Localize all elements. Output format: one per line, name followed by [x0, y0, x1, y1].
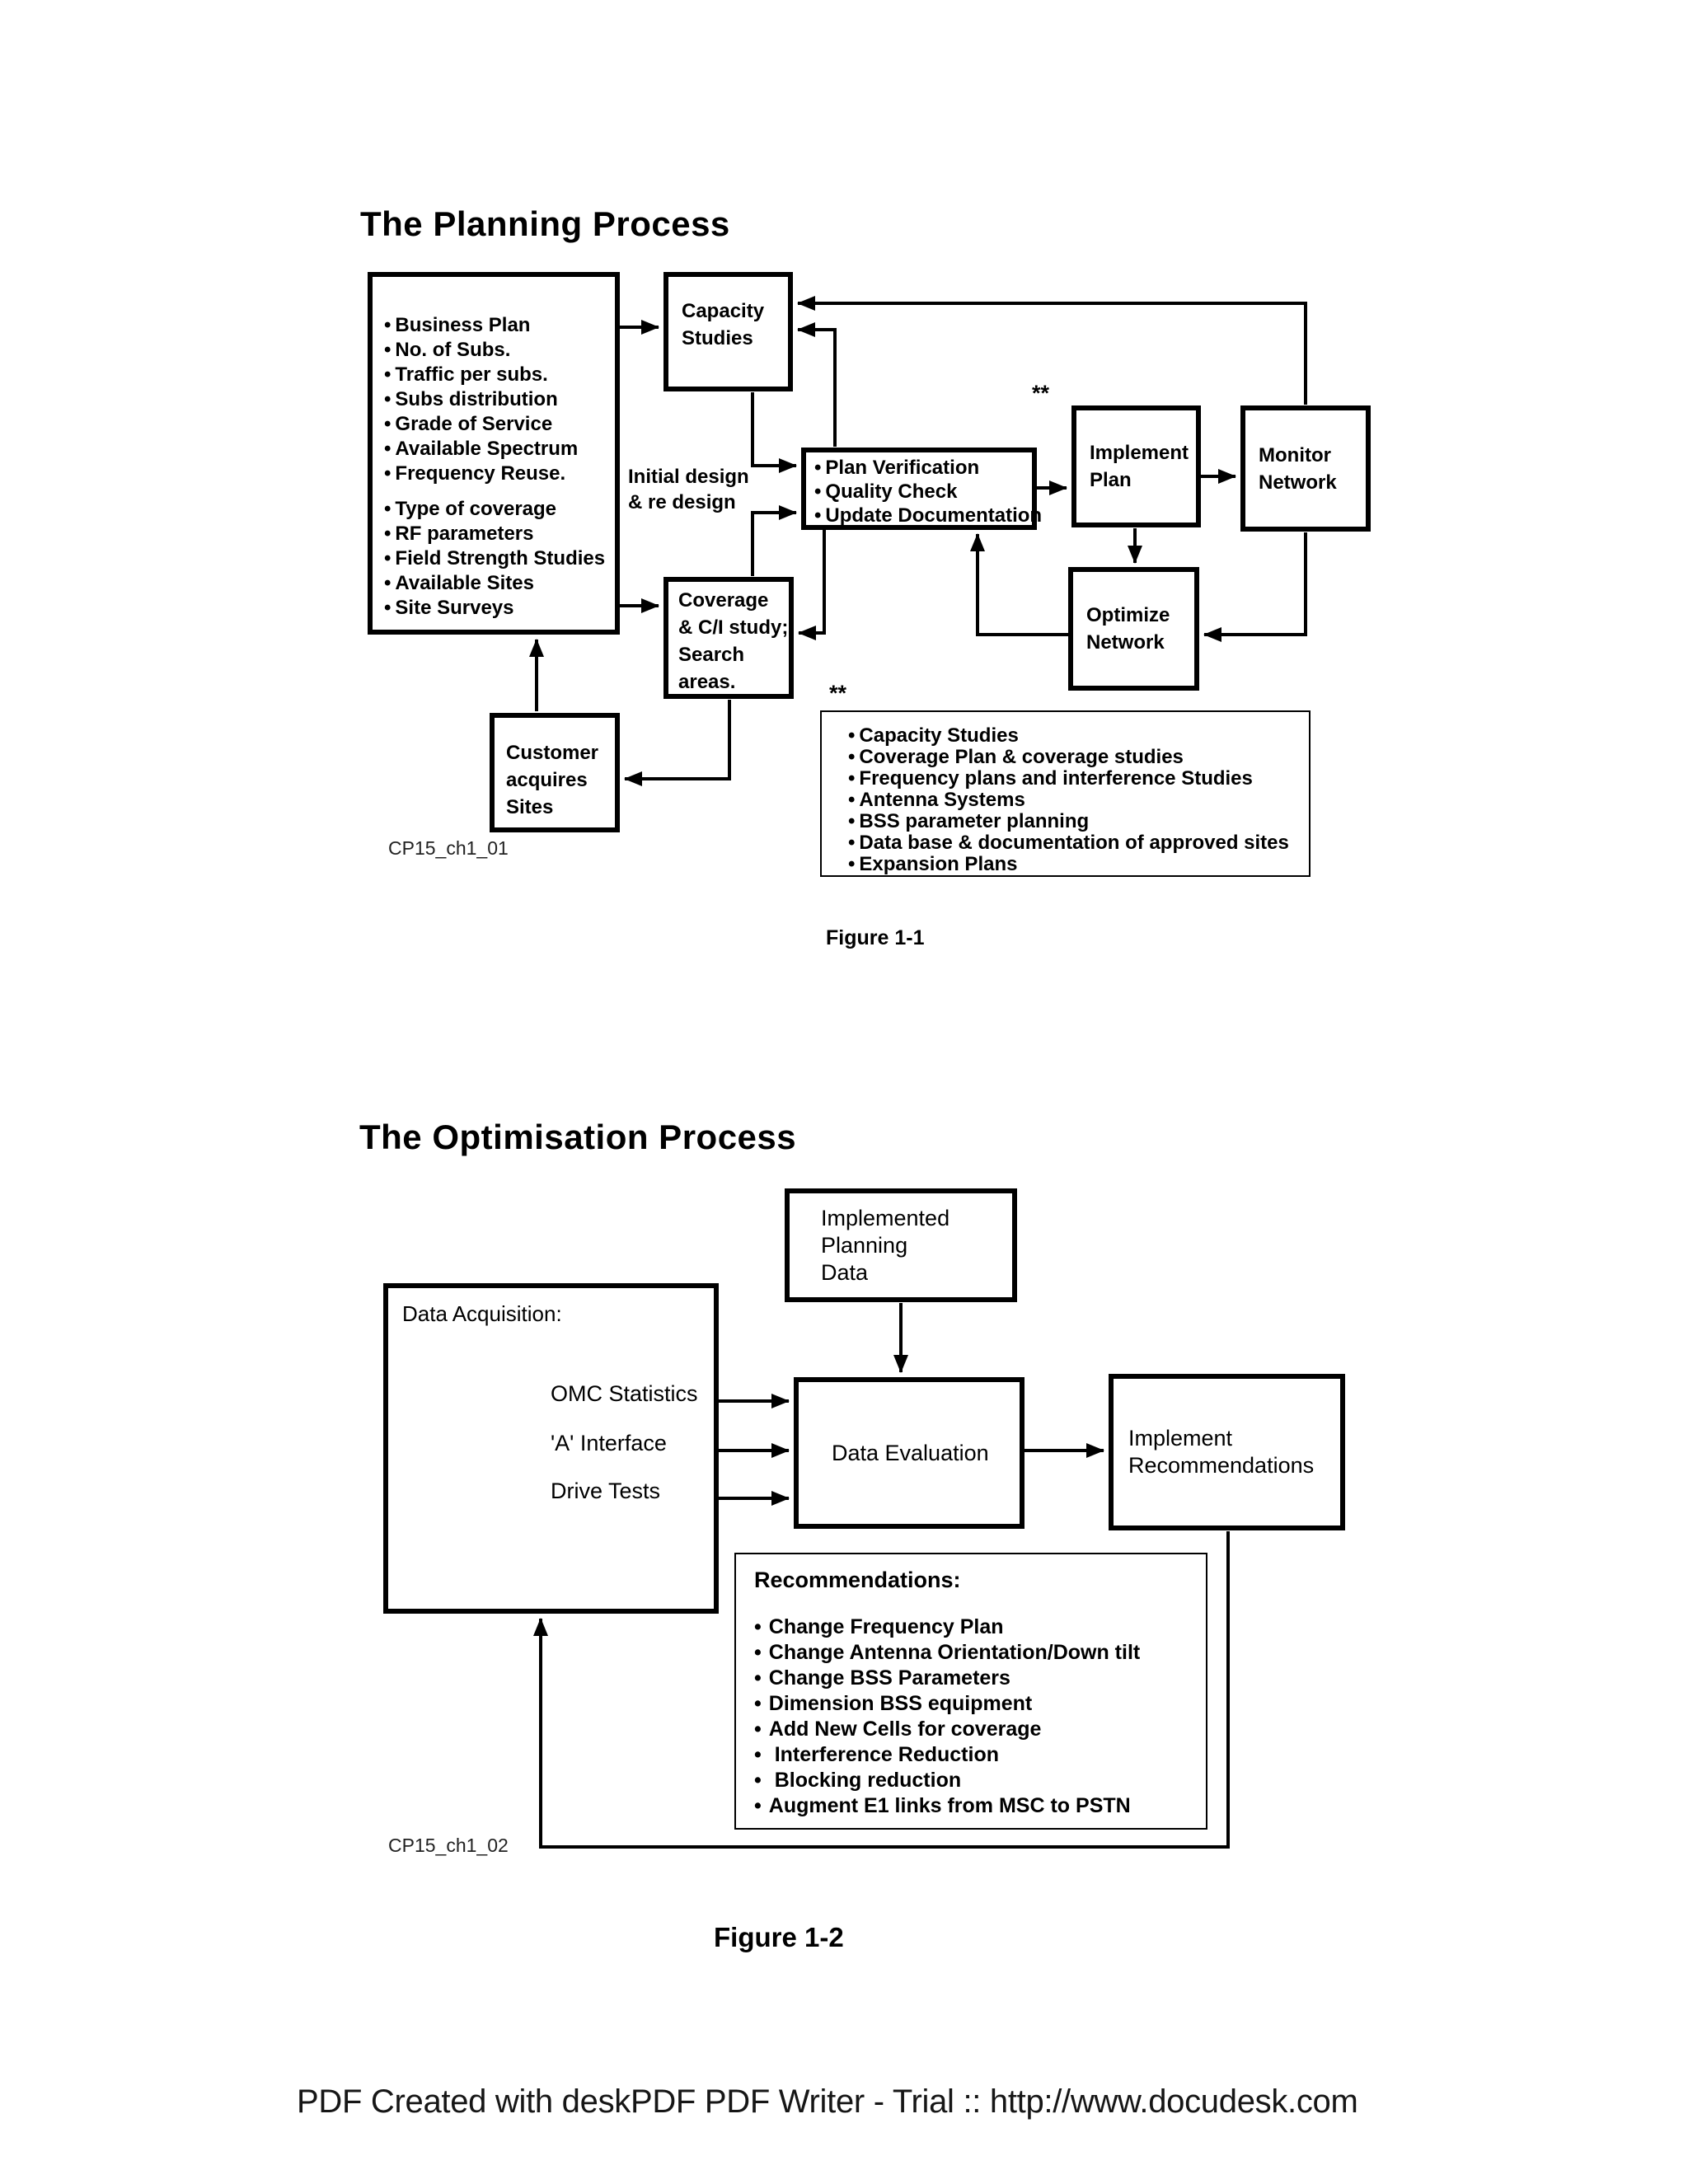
list-item: Optimize — [1086, 604, 1170, 626]
list-item: Subs distribution — [384, 387, 610, 412]
figure-2-caption: Figure 1-2 — [714, 1922, 844, 1952]
list-item: Type of coverage — [384, 497, 610, 522]
list-item: Frequency plans and interference Studies — [848, 768, 1309, 790]
inputs-group-gap — [384, 486, 610, 497]
arrow-planverification-to-capacity — [797, 322, 837, 447]
planning-inputs-group1: Business PlanNo. of Subs.Traffic per sub… — [384, 313, 610, 486]
list-item: Augment E1 links from MSC to PSTN — [754, 1793, 1206, 1819]
list-item: Implement — [1128, 1426, 1233, 1451]
list-item: Change BSS Parameters — [754, 1666, 1206, 1691]
list-item: Site Surveys — [384, 596, 610, 621]
list-item: areas. — [678, 671, 736, 693]
list-item: Quality Check — [814, 480, 1032, 504]
arrow-optimize-to-planverification — [970, 533, 1068, 636]
recommendations-list: Change Frequency PlanChange Antenna Orie… — [754, 1615, 1206, 1819]
list-item: Recommendations — [1128, 1453, 1315, 1478]
plan-verification-node: Plan VerificationQuality CheckUpdate Doc… — [801, 448, 1042, 530]
source-drive-tests: Drive Tests — [551, 1479, 661, 1503]
asterisks-marker-implement: ** — [1032, 381, 1050, 405]
list-item: Capacity — [682, 299, 765, 322]
coverage-study-node: Coverage & C/I study; Search areas. — [663, 577, 794, 699]
list-item: RF parameters — [384, 522, 610, 546]
list-item: Studies — [682, 326, 753, 349]
list-item: Available Sites — [384, 571, 610, 596]
data-acquisition-box: Data Acquisition: OMC Statistics 'A' Int… — [383, 1283, 719, 1614]
source-a-interface: 'A' Interface — [551, 1431, 667, 1455]
list-item: Frequency Reuse. — [384, 462, 610, 486]
arrow-coverage-to-customer — [624, 700, 731, 786]
planning-process-title: The Planning Process — [360, 204, 730, 243]
optimisation-process-title: The Optimisation Process — [359, 1118, 797, 1156]
list-item: Traffic per subs. — [384, 363, 610, 387]
list-item: Business Plan — [384, 313, 610, 338]
list-item: Grade of Service — [384, 412, 610, 437]
list-item: Data — [821, 1260, 869, 1285]
list-item: Antenna Systems — [848, 790, 1309, 811]
source-omc-statistics: OMC Statistics — [551, 1381, 698, 1406]
list-item: acquires — [506, 769, 588, 791]
recommendations-header: Recommendations: — [754, 1568, 961, 1592]
diagram-code-label-1: CP15_ch1_01 — [388, 837, 509, 859]
arrow-planverification-to-coverage — [798, 528, 826, 640]
list-item: Update Documentation — [814, 504, 1042, 527]
arrow-capacity-to-planverification — [751, 392, 797, 473]
list-item: Initial design — [628, 466, 749, 488]
list-item: Planning — [821, 1233, 908, 1258]
list-item: Sites — [506, 796, 554, 818]
list-item: Data base & documentation of approved si… — [848, 832, 1309, 854]
list-item: Network — [1086, 631, 1165, 654]
initial-design-label: Initial design & re design — [628, 464, 749, 515]
list-item: Plan Verification — [814, 456, 1032, 480]
list-item: Change Frequency Plan — [754, 1615, 1206, 1640]
list-item: Dimension BSS equipment — [754, 1691, 1206, 1717]
list-item: & C/I study; — [678, 616, 789, 639]
arrow-feedback-loop-to-acquisition — [533, 1531, 1230, 1849]
list-item: Plan — [1090, 469, 1132, 491]
planning-inputs-box: Business PlanNo. of Subs.Traffic per sub… — [368, 272, 620, 635]
asterisks-marker-legend: ** — [829, 681, 847, 705]
list-item: Blocking reduction — [754, 1768, 1206, 1793]
list-item: Available Spectrum — [384, 437, 610, 462]
list-item: No. of Subs. — [384, 338, 610, 363]
list-item: Network — [1259, 471, 1337, 494]
data-acquisition-label: Data Acquisition: — [402, 1301, 562, 1326]
arrow-monitor-to-optimize — [1203, 532, 1307, 642]
data-evaluation-label: Data Evaluation — [832, 1440, 989, 1465]
list-item: Add New Cells for coverage — [754, 1717, 1206, 1742]
list-item: Search — [678, 644, 745, 666]
list-item: & re design — [628, 491, 736, 513]
arrow-coverage-to-planverification — [751, 505, 797, 576]
planning-legend-box: Capacity StudiesCoverage Plan & coverage… — [820, 710, 1311, 877]
list-item: Expansion Plans — [848, 854, 1309, 875]
figure-1-caption: Figure 1-1 — [826, 926, 925, 949]
list-item: Field Strength Studies — [384, 546, 610, 571]
data-evaluation-node: Data Evaluation — [794, 1377, 1025, 1529]
list-item: Coverage Plan & coverage studies — [848, 747, 1309, 768]
list-item: BSS parameter planning — [848, 811, 1309, 832]
list-item: Capacity Studies — [848, 725, 1309, 747]
list-item: Implemented — [821, 1206, 950, 1230]
list-item: Interference Reduction — [754, 1742, 1206, 1768]
planning-inputs-group2: Type of coverageRF parametersField Stren… — [384, 497, 610, 621]
recommendations-box: Recommendations: Change Frequency PlanCh… — [734, 1553, 1207, 1830]
list-item: Monitor — [1259, 443, 1331, 466]
pdf-watermark-footer: PDF Created with deskPDF PDF Writer - Tr… — [297, 2083, 1358, 2120]
diagram-code-label-2: CP15_ch1_02 — [388, 1835, 509, 1856]
list-item: Implement — [1090, 442, 1189, 464]
list-item: Change Antenna Orientation/Down tilt — [754, 1640, 1206, 1666]
list-item: Coverage — [678, 589, 769, 612]
arrow-monitor-to-capacity-loop — [797, 296, 1307, 405]
list-item: Customer — [506, 742, 599, 764]
